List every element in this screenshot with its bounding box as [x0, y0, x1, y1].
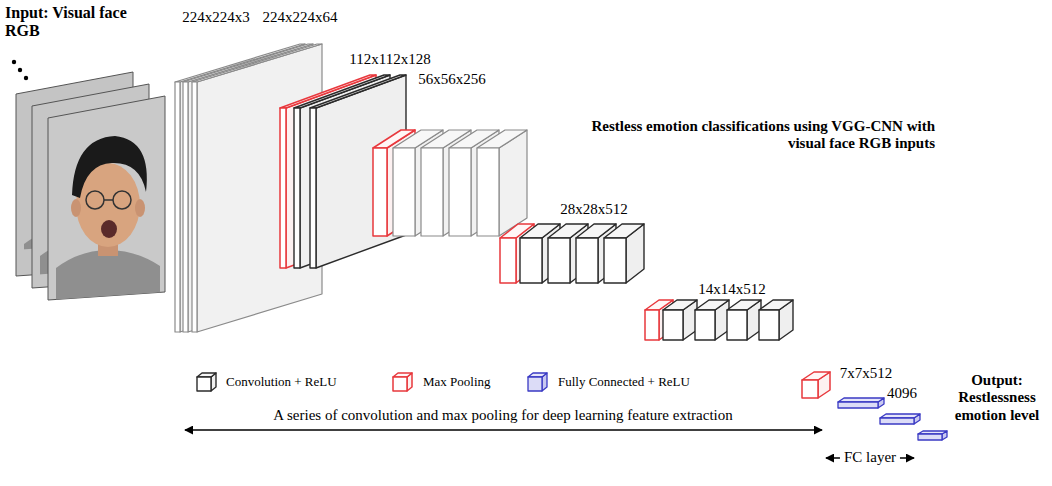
front-face	[695, 310, 715, 340]
legend-text: Max Pooling	[423, 375, 491, 390]
input-conv-layer	[477, 130, 527, 236]
top-face	[695, 300, 729, 310]
span-label: FC layer	[840, 449, 900, 466]
dimension-label: 7x7x512	[840, 365, 893, 382]
input-label: Input: Visual face RGB	[5, 4, 135, 41]
mouth	[101, 220, 117, 238]
conv-layer	[759, 300, 793, 340]
glasses	[104, 199, 113, 201]
fully-connected-layer	[918, 431, 947, 440]
fully-connected-layer	[838, 398, 884, 408]
top-face	[310, 75, 406, 108]
front-face	[183, 82, 188, 332]
front-face	[192, 82, 197, 332]
front-face	[548, 238, 570, 283]
ear	[71, 199, 81, 217]
ellipsis-dot	[12, 60, 16, 64]
front-face	[759, 310, 779, 340]
ellipsis-dot	[18, 68, 22, 72]
front-face	[576, 238, 598, 283]
front-face	[310, 108, 316, 268]
front-face	[294, 108, 300, 268]
ear	[135, 199, 145, 217]
conv-layer	[695, 300, 729, 340]
legend-icon	[197, 373, 216, 391]
front-face	[528, 377, 542, 391]
top-face	[477, 130, 527, 148]
front-face	[393, 377, 407, 391]
input-frames	[12, 60, 165, 300]
front-face	[393, 148, 415, 236]
dimension-label: 224x224x3	[182, 9, 250, 26]
front-face	[197, 377, 211, 391]
front-face	[280, 108, 286, 268]
front-face	[421, 148, 443, 236]
dimension-label: 4096	[887, 385, 917, 402]
front-face	[727, 310, 747, 340]
conv-layer	[727, 300, 761, 340]
feature-extraction-span-arrow	[185, 429, 822, 430]
top-face	[727, 300, 761, 310]
front-face	[802, 380, 818, 398]
dimension-label: 28x28x512	[560, 201, 628, 218]
legend-text: Fully Connected + ReLU	[558, 375, 690, 390]
front-face	[520, 238, 542, 283]
top-face	[192, 44, 322, 82]
front-face	[373, 148, 387, 236]
glasses	[86, 191, 104, 209]
dimension-label: 112x112x128	[349, 51, 430, 68]
span-label: A series of convolution and max pooling …	[273, 407, 732, 424]
legend-icon	[528, 373, 547, 391]
legend-text: Convolution + ReLU	[226, 375, 337, 390]
dimension-label: 224x224x64	[263, 9, 338, 26]
layer-stack	[175, 44, 947, 440]
shirt	[56, 250, 160, 300]
front-face	[604, 238, 626, 283]
output-label: Output: Restlessness emotion level	[947, 372, 1047, 424]
front-face	[838, 402, 878, 408]
face-picture	[56, 136, 160, 300]
front-face	[663, 310, 683, 340]
front-face	[880, 418, 914, 424]
front-face	[645, 310, 659, 340]
image-frame	[48, 96, 165, 300]
hair	[72, 136, 147, 198]
glasses	[113, 191, 131, 209]
front-face	[449, 148, 471, 236]
front-face	[175, 82, 180, 332]
front-face	[918, 434, 942, 440]
legend-icon	[393, 373, 412, 391]
front-face	[477, 148, 499, 236]
ellipsis-dot	[24, 76, 28, 80]
max-pooling-layer	[802, 372, 830, 398]
front-face	[500, 238, 516, 283]
conv-layer	[663, 300, 697, 340]
conv-layer	[604, 224, 644, 283]
top-face	[663, 300, 697, 310]
dimension-label: 56x56x256	[418, 71, 486, 88]
top-face	[802, 372, 830, 380]
top-face	[759, 300, 793, 310]
diagram-title: Restless emotion classifications using V…	[590, 118, 935, 153]
dimension-label: 14x14x512	[698, 281, 766, 298]
fully-connected-layer	[880, 414, 920, 424]
top-face	[604, 224, 644, 238]
